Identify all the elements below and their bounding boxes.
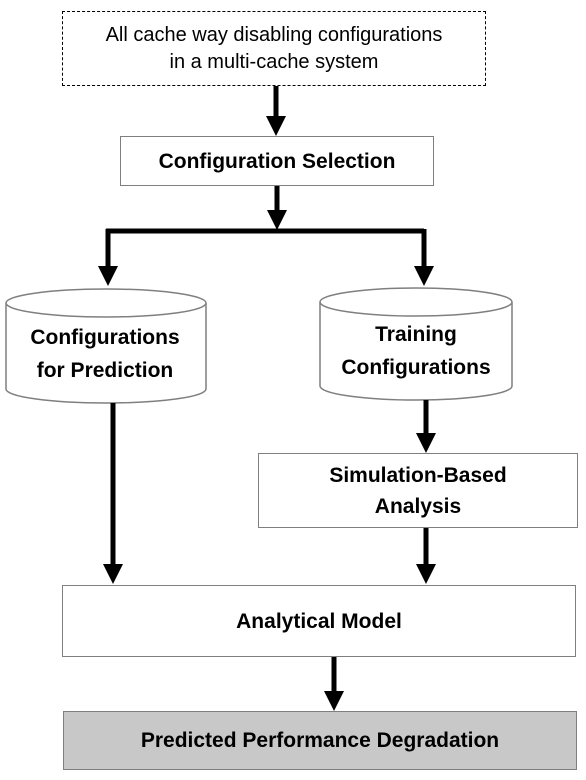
training-configs-label: Training Configurations — [341, 323, 491, 379]
configuration-selection-box: Configuration Selection — [120, 136, 434, 186]
predicted-degradation-box: Predicted Performance Degradation — [63, 711, 577, 770]
cylinder-configs-prediction — [5, 288, 207, 404]
input-configurations-box: All cache way disabling configurations i… — [62, 11, 486, 86]
analytical-model-box: Analytical Model — [62, 585, 576, 657]
simulation-analysis-box: Simulation-Based Analysis — [258, 453, 578, 528]
configs-prediction-label: Configurations for Prediction — [30, 326, 180, 382]
cylinder-training-configs — [319, 287, 513, 401]
